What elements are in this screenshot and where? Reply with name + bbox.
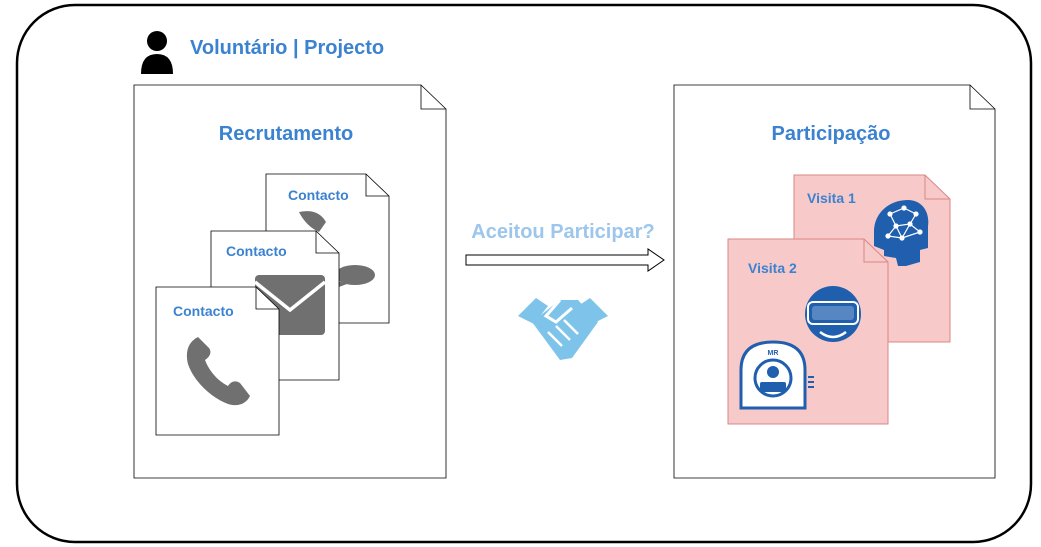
participation-title: Participação <box>772 123 891 145</box>
recruitment-title: Recrutamento <box>219 123 353 145</box>
vr-headset-icon <box>805 286 861 342</box>
visit-card-2: MR <box>727 238 889 425</box>
handshake-icon <box>518 298 608 360</box>
decision-arrow <box>465 248 665 272</box>
brain-head-icon <box>874 200 929 266</box>
header-title: Voluntário | Projecto <box>190 37 384 59</box>
visit-card-2-label: Visita 2 <box>748 260 797 276</box>
decision-label: Aceitou Participar? <box>471 221 654 243</box>
contact-card-3-label: Contacto <box>173 303 234 319</box>
mri-scanner-label: MR <box>768 350 779 357</box>
phone-icon <box>186 337 250 406</box>
contact-card-3 <box>155 286 280 436</box>
mri-scanner-icon: MR <box>739 340 814 410</box>
visit-card-1-label: Visita 1 <box>807 190 856 206</box>
contact-card-2-label: Contacto <box>226 243 287 259</box>
contact-card-1-label: Contacto <box>288 187 349 203</box>
person-icon <box>141 31 173 74</box>
